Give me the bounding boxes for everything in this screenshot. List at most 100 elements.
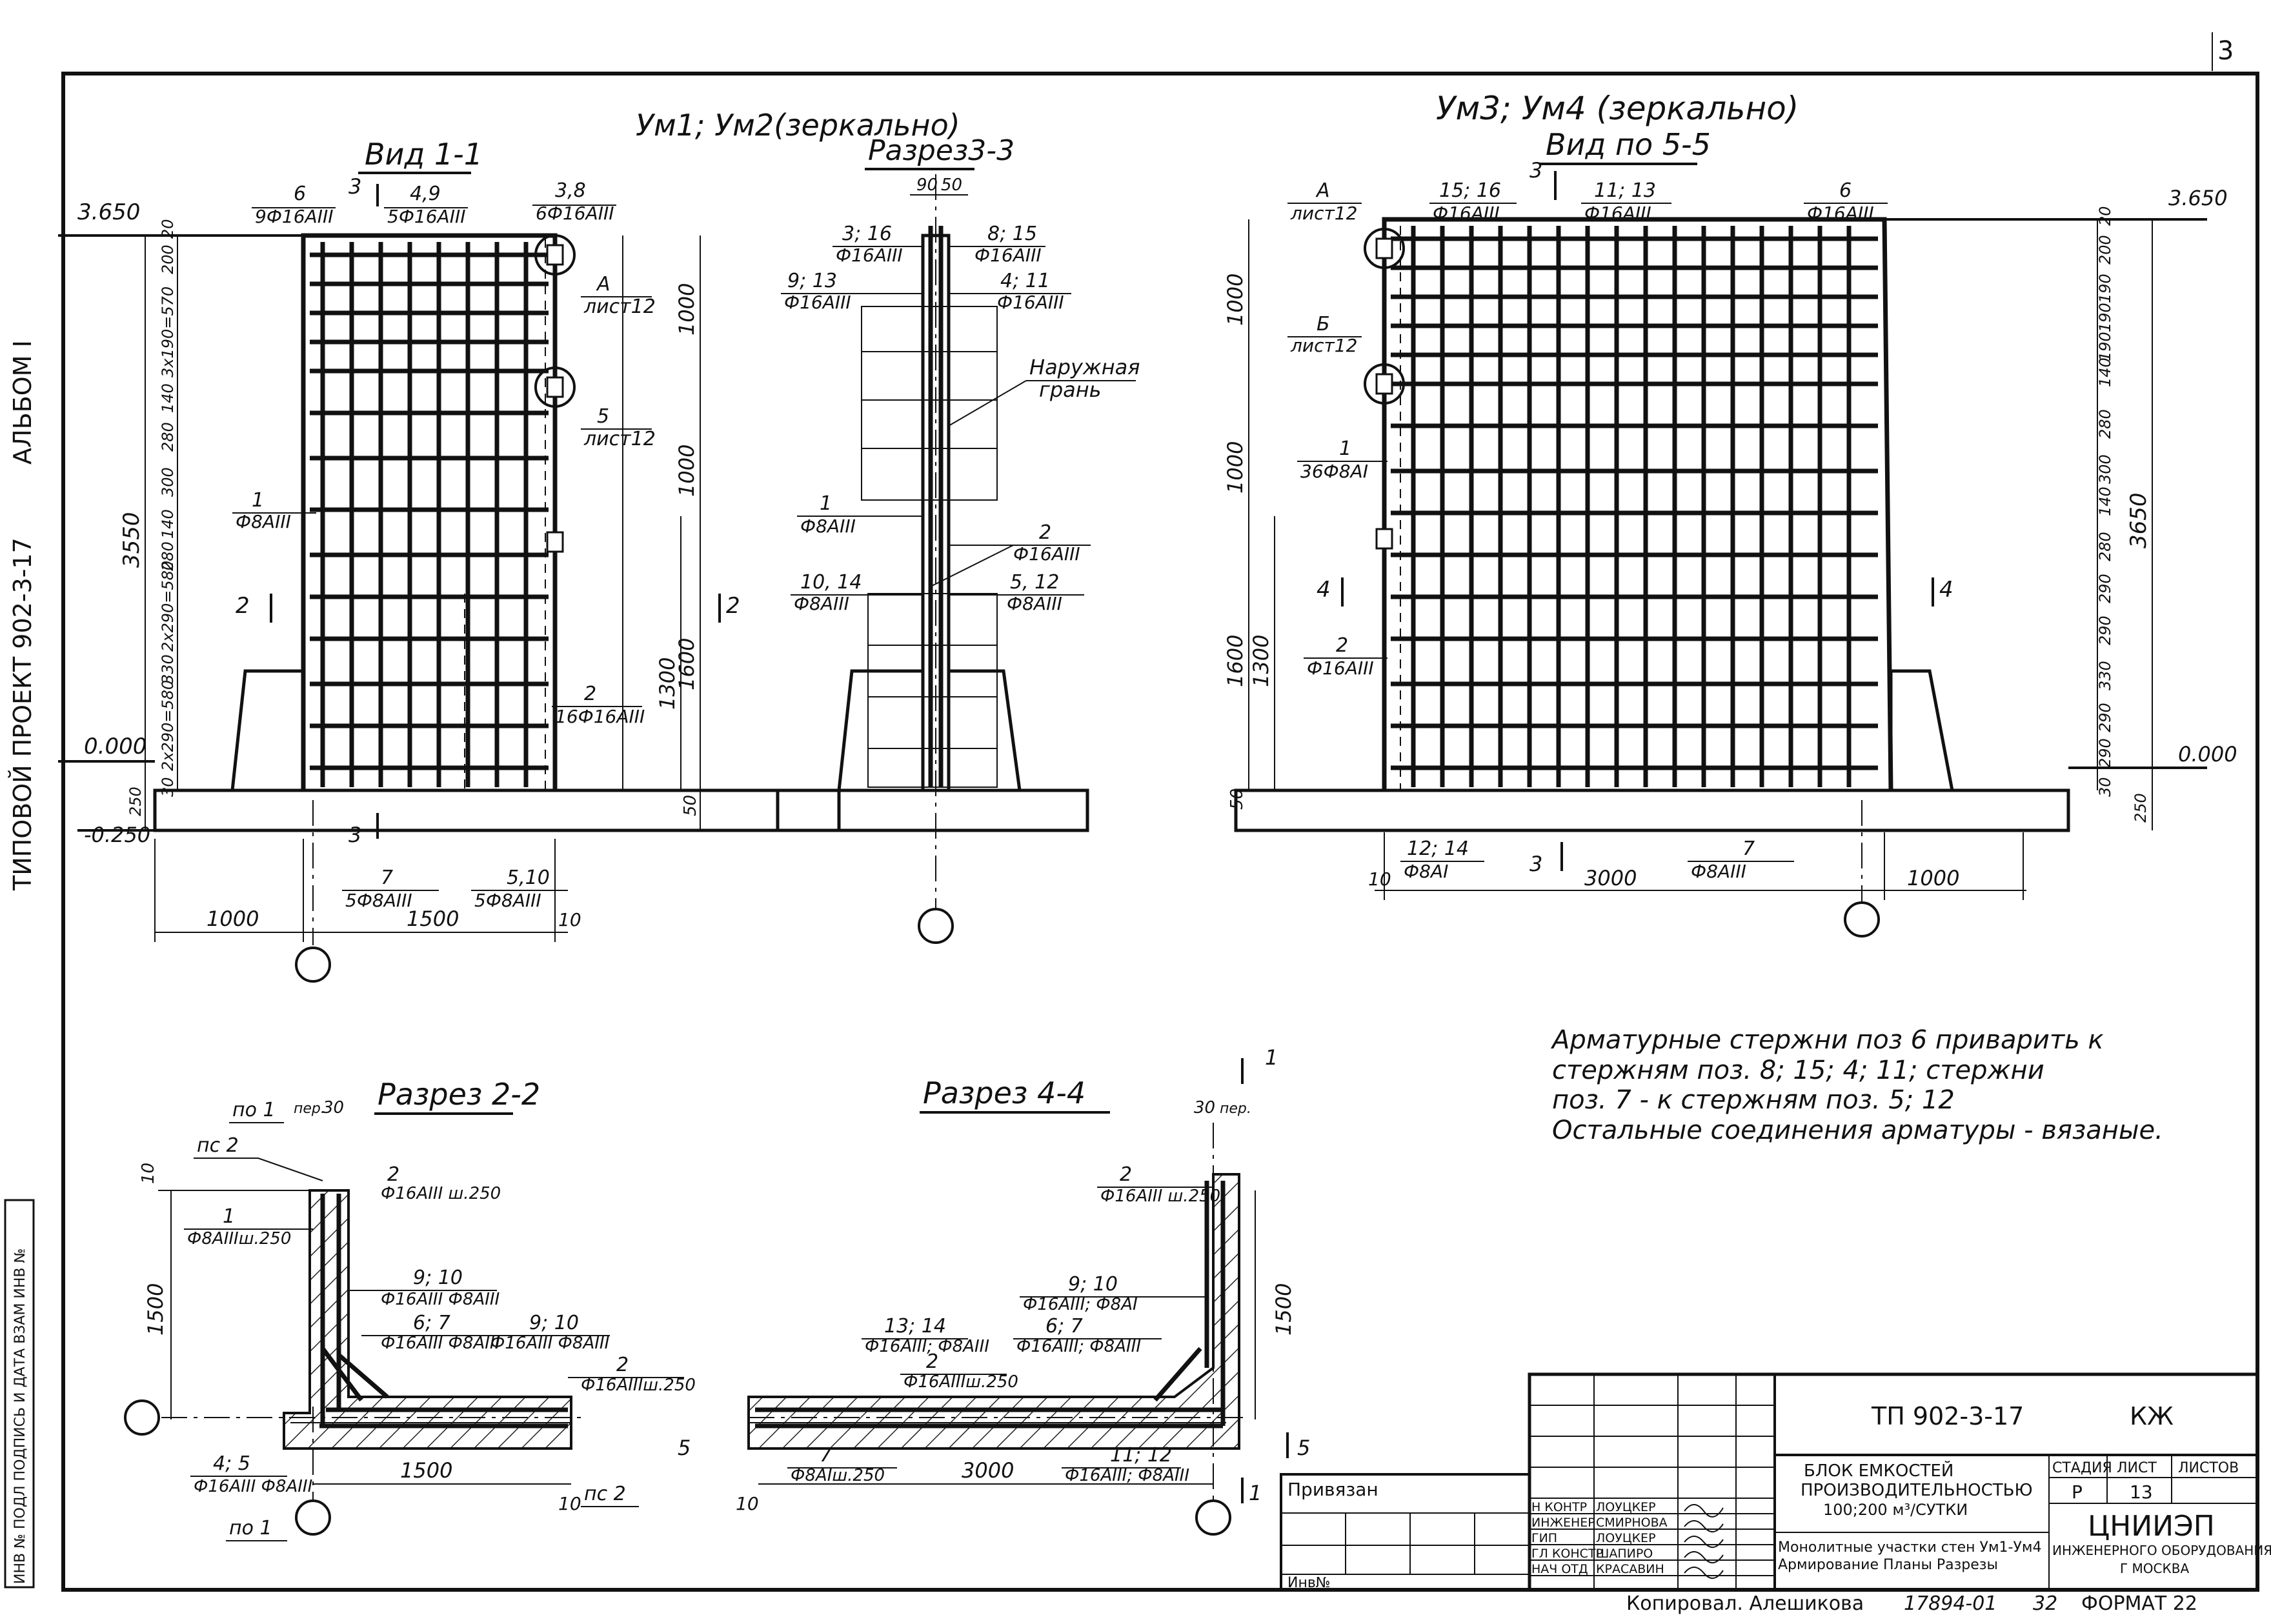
tb-role-1: ИНЖЕНЕР: [1531, 1516, 1595, 1530]
view55-mark-4-left: 4: [1317, 577, 1331, 603]
view-5-5: 3.650 0.000 1000 1000 1600 1300 50 3650 …: [1223, 158, 2237, 937]
view11-dim-chain-6: 140: [159, 509, 177, 539]
view11-callout-4-num: 2: [584, 683, 596, 705]
view11-dim-bot-1: 1500: [407, 907, 459, 931]
view55-dim-left-0: 1000: [1223, 274, 1247, 326]
sec44-label-6-num: 11; 12: [1110, 1444, 1172, 1467]
note-line-1: стержням поз. 8; 15; 4; 11; стержни: [1552, 1056, 2044, 1085]
section-2-2: Разрез 2-2 10 1500 1500 10 пер. 30 по 1 …: [124, 1077, 696, 1541]
sec33-top-dim-1: 50: [941, 175, 962, 195]
view55-dim-left-3: 1300: [1249, 635, 1273, 687]
sec33-label-6-spec: Ф8АIII: [794, 593, 849, 614]
sec33-label-2-num: 9; 13: [787, 270, 837, 292]
view11-dim-right-0: 1000: [674, 283, 699, 336]
view55-node-a-letter: А: [1315, 179, 1330, 202]
tb-object-0: БЛОК ЕМКОСТЕЙ: [1804, 1460, 1953, 1481]
sec22-label-2-spec: Ф16АIII ш.250: [381, 1184, 501, 1203]
view55-callout-3-spec: 36Ф8АI: [1300, 461, 1368, 482]
view11-callout-5-num: 7: [381, 867, 393, 889]
view55-dim-chain-7: 300: [2096, 454, 2114, 484]
view11-node-5-letter: 5: [597, 405, 609, 428]
tb-name-0: ЛОУЦКЕР: [1596, 1500, 1656, 1514]
tb-stage-header: СТАДИЯ: [2052, 1460, 2112, 1476]
sec44-label-2-spec: Ф16АIII; Ф8АIII: [865, 1337, 989, 1356]
title-section-3-3: Разрез3-3: [868, 134, 1014, 167]
title-section-2-2: Разрез 2-2: [378, 1077, 540, 1112]
sec22-label-7-spec: Ф16АIIIш.250: [581, 1376, 696, 1395]
sec22-dim-2: 1500: [400, 1458, 452, 1483]
tb-role-0: Н КОНТР: [1531, 1500, 1587, 1514]
view11-elev-bot: -0.250: [84, 823, 150, 847]
view55-node-b-letter: Б: [1317, 313, 1330, 336]
sec33-label-3-spec: Ф16АIII: [997, 292, 1064, 313]
view11-callout-2-spec: 6Ф16АIII: [536, 203, 614, 224]
sec22-dim-3: 10: [558, 1493, 581, 1514]
sec44-dim-3: 3000: [962, 1458, 1014, 1483]
sec22-label-6-num: 9; 10: [529, 1312, 579, 1334]
view55-node-a-sheet: лист12: [1290, 203, 1357, 224]
sec22-label-2-num: 2: [387, 1163, 399, 1186]
header-um12: Ум1; Ум2(зеркально): [636, 108, 960, 143]
view11-dim-chain-2: 3х190=570: [159, 286, 177, 377]
view11-dim-right-2: 1600: [674, 638, 699, 690]
sec33-top-dim-0: 90: [916, 175, 938, 195]
tb-binding: Привязан: [1287, 1479, 1378, 1500]
view11-dim-chain-9: 330: [159, 654, 177, 684]
view55-dim-chain-4: 190: [2096, 332, 2114, 361]
sec33-label-1-spec: Ф16АIII: [974, 245, 1042, 266]
tb-mark: КЖ: [2130, 1402, 2174, 1430]
view-1-1: 3.650 0.000 -0.250 3550 20 200 3х190=570…: [58, 174, 841, 983]
view55-callout-1-num: 11; 13: [1594, 179, 1656, 202]
view11-dim-right-3: 1300: [655, 657, 680, 710]
view11-dim-chain-12: 250: [126, 787, 145, 816]
sec44-mark-5-right: 5: [1297, 1436, 1310, 1460]
view55-mark-3-bot: 3: [1529, 852, 1542, 876]
view11-mark-2-right: 2: [726, 593, 740, 619]
tb-format: ФОРМАТ 22: [2081, 1592, 2197, 1615]
view55-dim-right-total: 3650: [2126, 492, 2152, 548]
view11-callout-0-spec: 9Ф16АIII: [255, 206, 333, 227]
sec44-label-2-num: 13; 14: [884, 1315, 946, 1338]
section-4-4: Разрез 4-4 30 пер. 1500 3000 10 1 1 5 5 …: [678, 1045, 1310, 1536]
sec33-label-6-num: 10, 14: [800, 571, 862, 594]
tb-name-2: ЛОУЦКЕР: [1596, 1531, 1656, 1545]
tb-inv: Инв№: [1287, 1575, 1331, 1591]
tb-name-3: ШАПИРО: [1596, 1547, 1653, 1561]
sec44-label-3-num: 6; 7: [1045, 1315, 1083, 1338]
view55-callout-5-num: 12; 14: [1407, 837, 1469, 860]
sec22-label-8-spec: Ф16АIII Ф8АIII: [194, 1477, 312, 1496]
tb-org-2: Г МОСКВА: [2120, 1561, 2189, 1576]
view55-mark-4-right: 4: [1939, 577, 1953, 603]
view11-node-a-sheet: лист12: [583, 296, 656, 318]
reinforcement-note: Арматурные стержни поз 6 приварить к сте…: [1550, 1025, 2163, 1145]
sec33-label-2-spec: Ф16АIII: [784, 292, 851, 313]
sec22-label-6-spec: Ф16АIII Ф8АIII: [490, 1334, 609, 1353]
sec22-dim-5: 30: [323, 1098, 344, 1118]
tb-sheets-header: ЛИСТОВ: [2178, 1460, 2239, 1476]
sec22-label-0: по 1: [232, 1099, 276, 1121]
section-3-3: 90 50 3; 16 Ф16АIII 8; 15 Ф16АIII 9; 13 …: [776, 174, 1140, 944]
view11-elev-zero: 0.000: [84, 734, 146, 759]
view11-callout-3-num: 1: [252, 489, 264, 512]
sec44-label-5-spec: Ф8АIш.250: [791, 1466, 885, 1485]
sec22-label-9: по 1: [229, 1517, 272, 1539]
view11-dim-chain-10: 2х290=580: [159, 680, 177, 771]
view11-dim-chain-7: 280: [159, 541, 177, 571]
tb-org-1: ИНЖЕНЕРНОГО ОБОРУДОВАНИЯ: [2052, 1543, 2271, 1558]
view55-elev-zero: 0.000: [2178, 742, 2237, 767]
view11-callout-1-spec: 5Ф16АIII: [387, 206, 465, 227]
tb-sheet-header: ЛИСТ: [2117, 1460, 2157, 1476]
view11-dim-chain-11: 30: [159, 777, 177, 797]
tb-org-0: ЦНИИЭП: [2088, 1510, 2215, 1543]
view55-dim-chain-3: 190: [2096, 303, 2114, 332]
title-section-4-4: Разрез 4-4: [923, 1076, 1085, 1110]
view55-callout-6-spec: Ф8АIII: [1691, 861, 1746, 882]
sec22-label-3-num: 1: [223, 1205, 235, 1228]
view11-callout-0-num: 6: [294, 183, 306, 205]
view55-dim-chain-10: 290: [2096, 574, 2114, 603]
view11-callout-4-spec: 16Ф16АIII: [555, 706, 645, 727]
view55-callout-4-num: 2: [1336, 634, 1348, 657]
sec44-mark-1-top: 1: [1265, 1045, 1278, 1070]
sec44-label-6-spec: Ф16АIII; Ф8АIII: [1065, 1466, 1189, 1485]
